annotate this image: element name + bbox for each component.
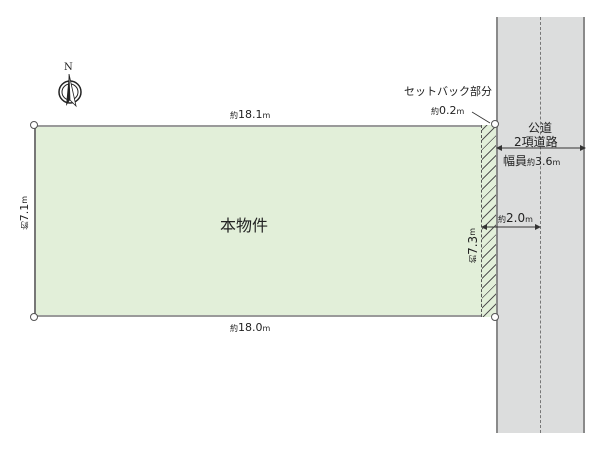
right-length-label: 約7.3m <box>466 228 480 263</box>
center-distance-label: 約2.0m <box>498 211 533 225</box>
corner-marker <box>491 313 499 321</box>
road-centerline <box>540 17 541 433</box>
setback-leader-line <box>471 111 491 124</box>
road-class-label: 2項道路 <box>514 135 558 149</box>
compass-icon <box>58 74 82 108</box>
setback-area <box>481 125 496 317</box>
north-compass: N <box>56 62 86 112</box>
corner-marker <box>30 313 38 321</box>
property-title: 本物件 <box>220 216 269 235</box>
setback-label: セットバック部分 <box>404 85 492 98</box>
road-width-label: 幅員約3.6m <box>503 154 561 168</box>
corner-marker <box>30 121 38 129</box>
center-distance-arrow <box>481 224 541 230</box>
corner-marker <box>491 120 499 128</box>
road-type-label: 公道 <box>528 121 553 135</box>
road-width-arrow <box>496 145 586 151</box>
top-length-label: 約18.1m <box>230 108 271 121</box>
property-parcel <box>34 125 496 317</box>
left-length-label: 約7.1m <box>18 196 31 230</box>
north-label: N <box>64 62 73 73</box>
bottom-length-label: 約18.0m <box>230 321 271 334</box>
setback-width-label: 約0.2m <box>431 104 465 117</box>
